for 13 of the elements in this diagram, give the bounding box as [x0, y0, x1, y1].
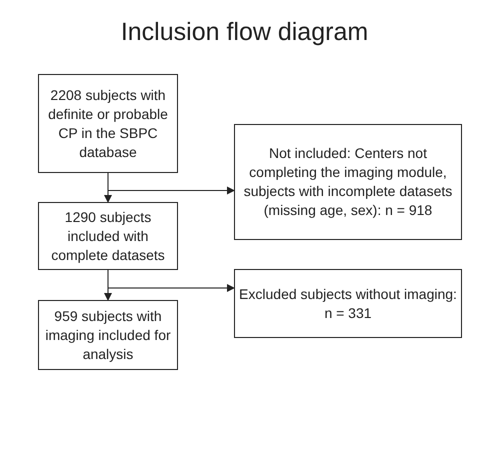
process-box [38, 74, 178, 173]
box-text: Excluded subjects without imaging: n = 331 [239, 284, 457, 322]
process-box [38, 202, 178, 270]
arrow [108, 270, 235, 292]
process-box [234, 269, 462, 338]
box-text: 1290 subjects included with complete datasets [50, 208, 166, 264]
box-text: 2208 subjects with definite or probable CP in the SBPC database [47, 86, 169, 162]
arrow [108, 172, 235, 194]
process-box [38, 300, 178, 370]
process-box [234, 124, 462, 240]
diagram-title: Inclusion flow diagram [120, 17, 370, 48]
box-text: Not included: Centers not completing the imaging module, subjects with incomplete datasets (missing age, sex): n = 918 [242, 144, 454, 220]
box-text: 959 subjects with imaging included for analysis [44, 306, 172, 364]
